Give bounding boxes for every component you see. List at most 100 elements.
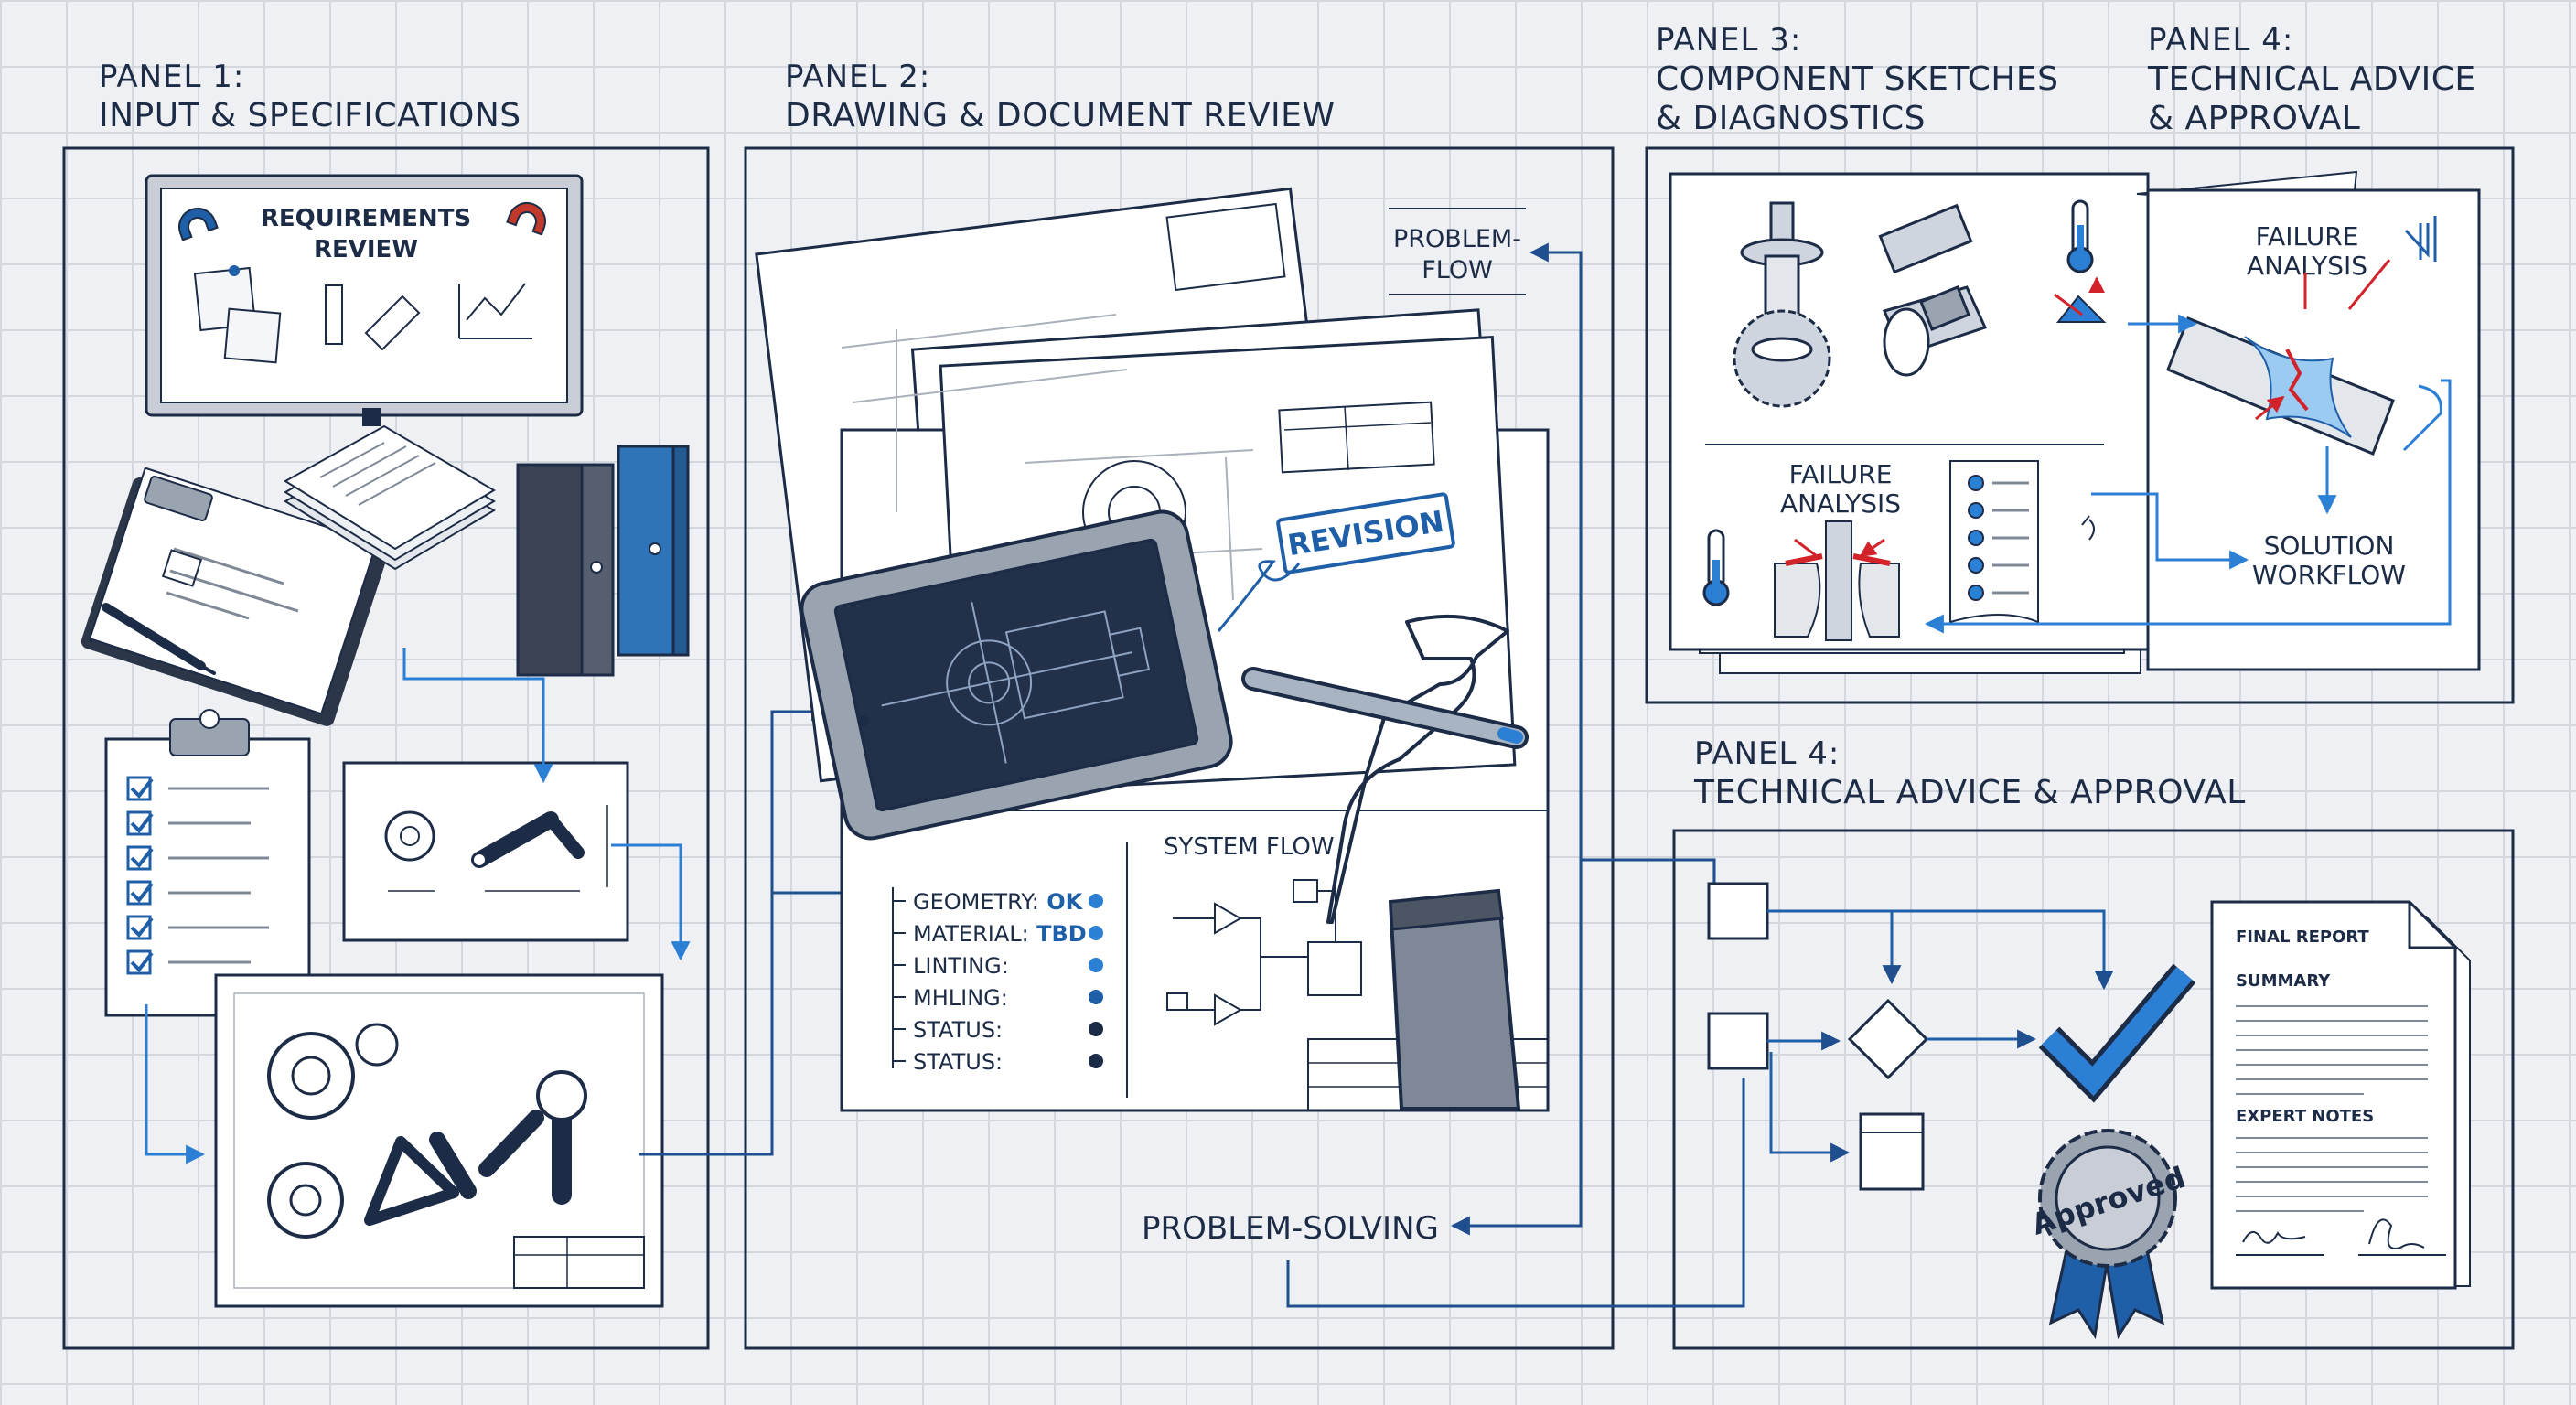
checkmark-icon <box>130 778 154 799</box>
panel-2-heading: PANEL 2: DRAWING & DOCUMENT REVIEW <box>785 59 1336 135</box>
assembly-drawing-sheet <box>214 973 664 1308</box>
panel-5-number: PANEL 4: <box>1694 735 1841 772</box>
approval-flowchart <box>1707 882 2114 1191</box>
panel-4-number: PANEL 4: <box>2148 22 2294 59</box>
status-dot <box>1089 958 1103 972</box>
problem-flow-line1: PROBLEM- <box>1393 225 1521 253</box>
problem-flow-line2: FLOW <box>1422 256 1493 284</box>
ink-scribble <box>1217 560 1301 632</box>
checkmark-icon <box>130 951 154 973</box>
flow-arrow <box>1529 242 1583 860</box>
panel-1-heading: PANEL 1: INPUT & SPECIFICATIONS <box>99 59 521 135</box>
approved-seal: Approved <box>2027 1129 2189 1340</box>
checklist-label: LINTING: <box>913 953 1009 979</box>
flow-arrow <box>1450 805 1583 1236</box>
problem-flow-frame <box>1389 208 1526 295</box>
checkmark-icon <box>130 812 154 834</box>
flow-arrow <box>145 1004 206 1164</box>
stylus-icon <box>1245 670 1525 745</box>
checklist-label: MHLING: <box>913 985 1008 1011</box>
flow-arrow <box>402 648 553 784</box>
panel-5-title: TECHNICAL ADVICE & APPROVAL <box>1694 773 2246 811</box>
panel-3-number: PANEL 3: <box>1656 22 1802 59</box>
panel3-failure-line2: ANALYSIS <box>1780 488 1901 519</box>
thermometer-icon <box>2066 199 2094 273</box>
bullet-dot <box>1968 557 1984 574</box>
panel4-failure-line1: FAILURE <box>2256 221 2359 252</box>
gear-icon <box>384 810 435 862</box>
panel-1-number: PANEL 1: <box>99 59 245 95</box>
flow-arrow <box>1581 858 1716 887</box>
panel4-failure-line2: ANALYSIS <box>2247 251 2367 281</box>
gear-icon <box>267 1032 355 1120</box>
gear-icon <box>267 1162 344 1239</box>
problem-solving-label: PROBLEM-SOLVING <box>1142 1210 1439 1247</box>
tablet-device[interactable] <box>797 507 1236 842</box>
checkmark-icon <box>130 917 154 938</box>
checklist-label: STATUS: <box>913 1049 1003 1075</box>
status-dot <box>1089 894 1103 908</box>
panel-5-heading: PANEL 4: TECHNICAL ADVICE & APPROVAL <box>1694 735 2246 812</box>
status-dot <box>1089 926 1103 940</box>
bolt-icon <box>1878 203 1973 274</box>
final-report-document: FINAL REPORT SUMMARY EXPERT NOTES <box>2210 900 2471 1290</box>
crack-section-sketch <box>1774 520 1900 641</box>
flow-arrow <box>2091 492 2249 570</box>
panel-2-number: PANEL 2: <box>785 59 931 95</box>
panel-3-heading: PANEL 3: COMPONENT SKETCHES & DIAGNOSTIC… <box>1656 22 2059 138</box>
expert-notes-heading: EXPERT NOTES <box>2236 1107 2374 1126</box>
flow-arrow <box>1924 379 2452 634</box>
checkmark-icon <box>130 847 154 869</box>
paper-stack <box>284 424 496 571</box>
bullet-dot <box>1968 530 1984 546</box>
bullet-dot <box>1968 585 1984 601</box>
pen-sketch-icon <box>364 295 421 351</box>
linkage-icon <box>471 811 559 868</box>
bullet-dot <box>1968 475 1984 491</box>
gear-icon <box>355 1023 399 1067</box>
chart-sketch-icon <box>458 283 532 339</box>
panel-2-frame <box>744 146 1615 1350</box>
panel-1-title: INPUT & SPECIFICATIONS <box>99 96 521 134</box>
checklist-value: OK <box>1039 889 1084 915</box>
panel-1-frame <box>62 146 710 1350</box>
panel-3-title-line1: COMPONENT SKETCHES <box>1656 59 2059 98</box>
solution-line1: SOLUTION <box>2264 531 2395 561</box>
panel3-failure-line1: FAILURE <box>1789 459 1893 489</box>
clipboard-with-document <box>80 467 386 726</box>
checklist-label: GEOMETRY: OK <box>913 889 1084 915</box>
checklist-label: MATERIAL: TBD <box>913 921 1087 947</box>
checklist-value: TBD <box>1029 921 1087 947</box>
final-report-title: FINAL REPORT <box>2236 928 2369 947</box>
panel-3-title-line2: & DIAGNOSTICS <box>1656 99 1926 137</box>
whiteboard-title-line1: REQUIREMENTS <box>261 205 471 232</box>
review-checklist: GEOMETRY: OK MATERIAL: TBD LINTING: MHLING:… <box>892 887 1103 1075</box>
checkmark-icon <box>130 882 154 904</box>
system-flow-title: SYSTEM FLOW <box>1164 833 1335 861</box>
thermometer-icon <box>1702 529 1730 606</box>
magnet-icon <box>506 202 546 236</box>
panel-4-title-line1: TECHNICAL ADVICE <box>2148 59 2476 98</box>
linkage-icon <box>364 1136 459 1226</box>
panel-2-title: DRAWING & DOCUMENT REVIEW <box>785 96 1336 134</box>
flow-arrow <box>1286 1078 1745 1308</box>
panel-5-frame <box>1672 829 2515 1350</box>
sketch-sheet-stack <box>1669 172 2150 674</box>
panel-4-heading: PANEL 4: TECHNICAL ADVICE & APPROVAL <box>2148 22 2476 138</box>
component-sketch-card <box>342 761 629 942</box>
component-sketches <box>1733 201 1988 408</box>
panel-3-frame <box>1645 146 2515 704</box>
stress-icon <box>2055 295 2107 323</box>
revision-stamp[interactable]: REVISION <box>1276 492 1455 574</box>
bullet-dot <box>1968 502 1984 519</box>
pen-icon <box>102 603 206 670</box>
checklist-clipboard <box>104 709 311 1017</box>
checklist-label: STATUS: <box>913 1017 1003 1043</box>
sticky-note-icon <box>223 307 282 364</box>
hand-with-stylus <box>1241 614 1529 1110</box>
structure-icon <box>2404 216 2437 262</box>
binders <box>516 445 690 677</box>
summary-heading: SUMMARY <box>2236 971 2331 991</box>
whiteboard: REQUIREMENTS REVIEW <box>145 174 584 426</box>
